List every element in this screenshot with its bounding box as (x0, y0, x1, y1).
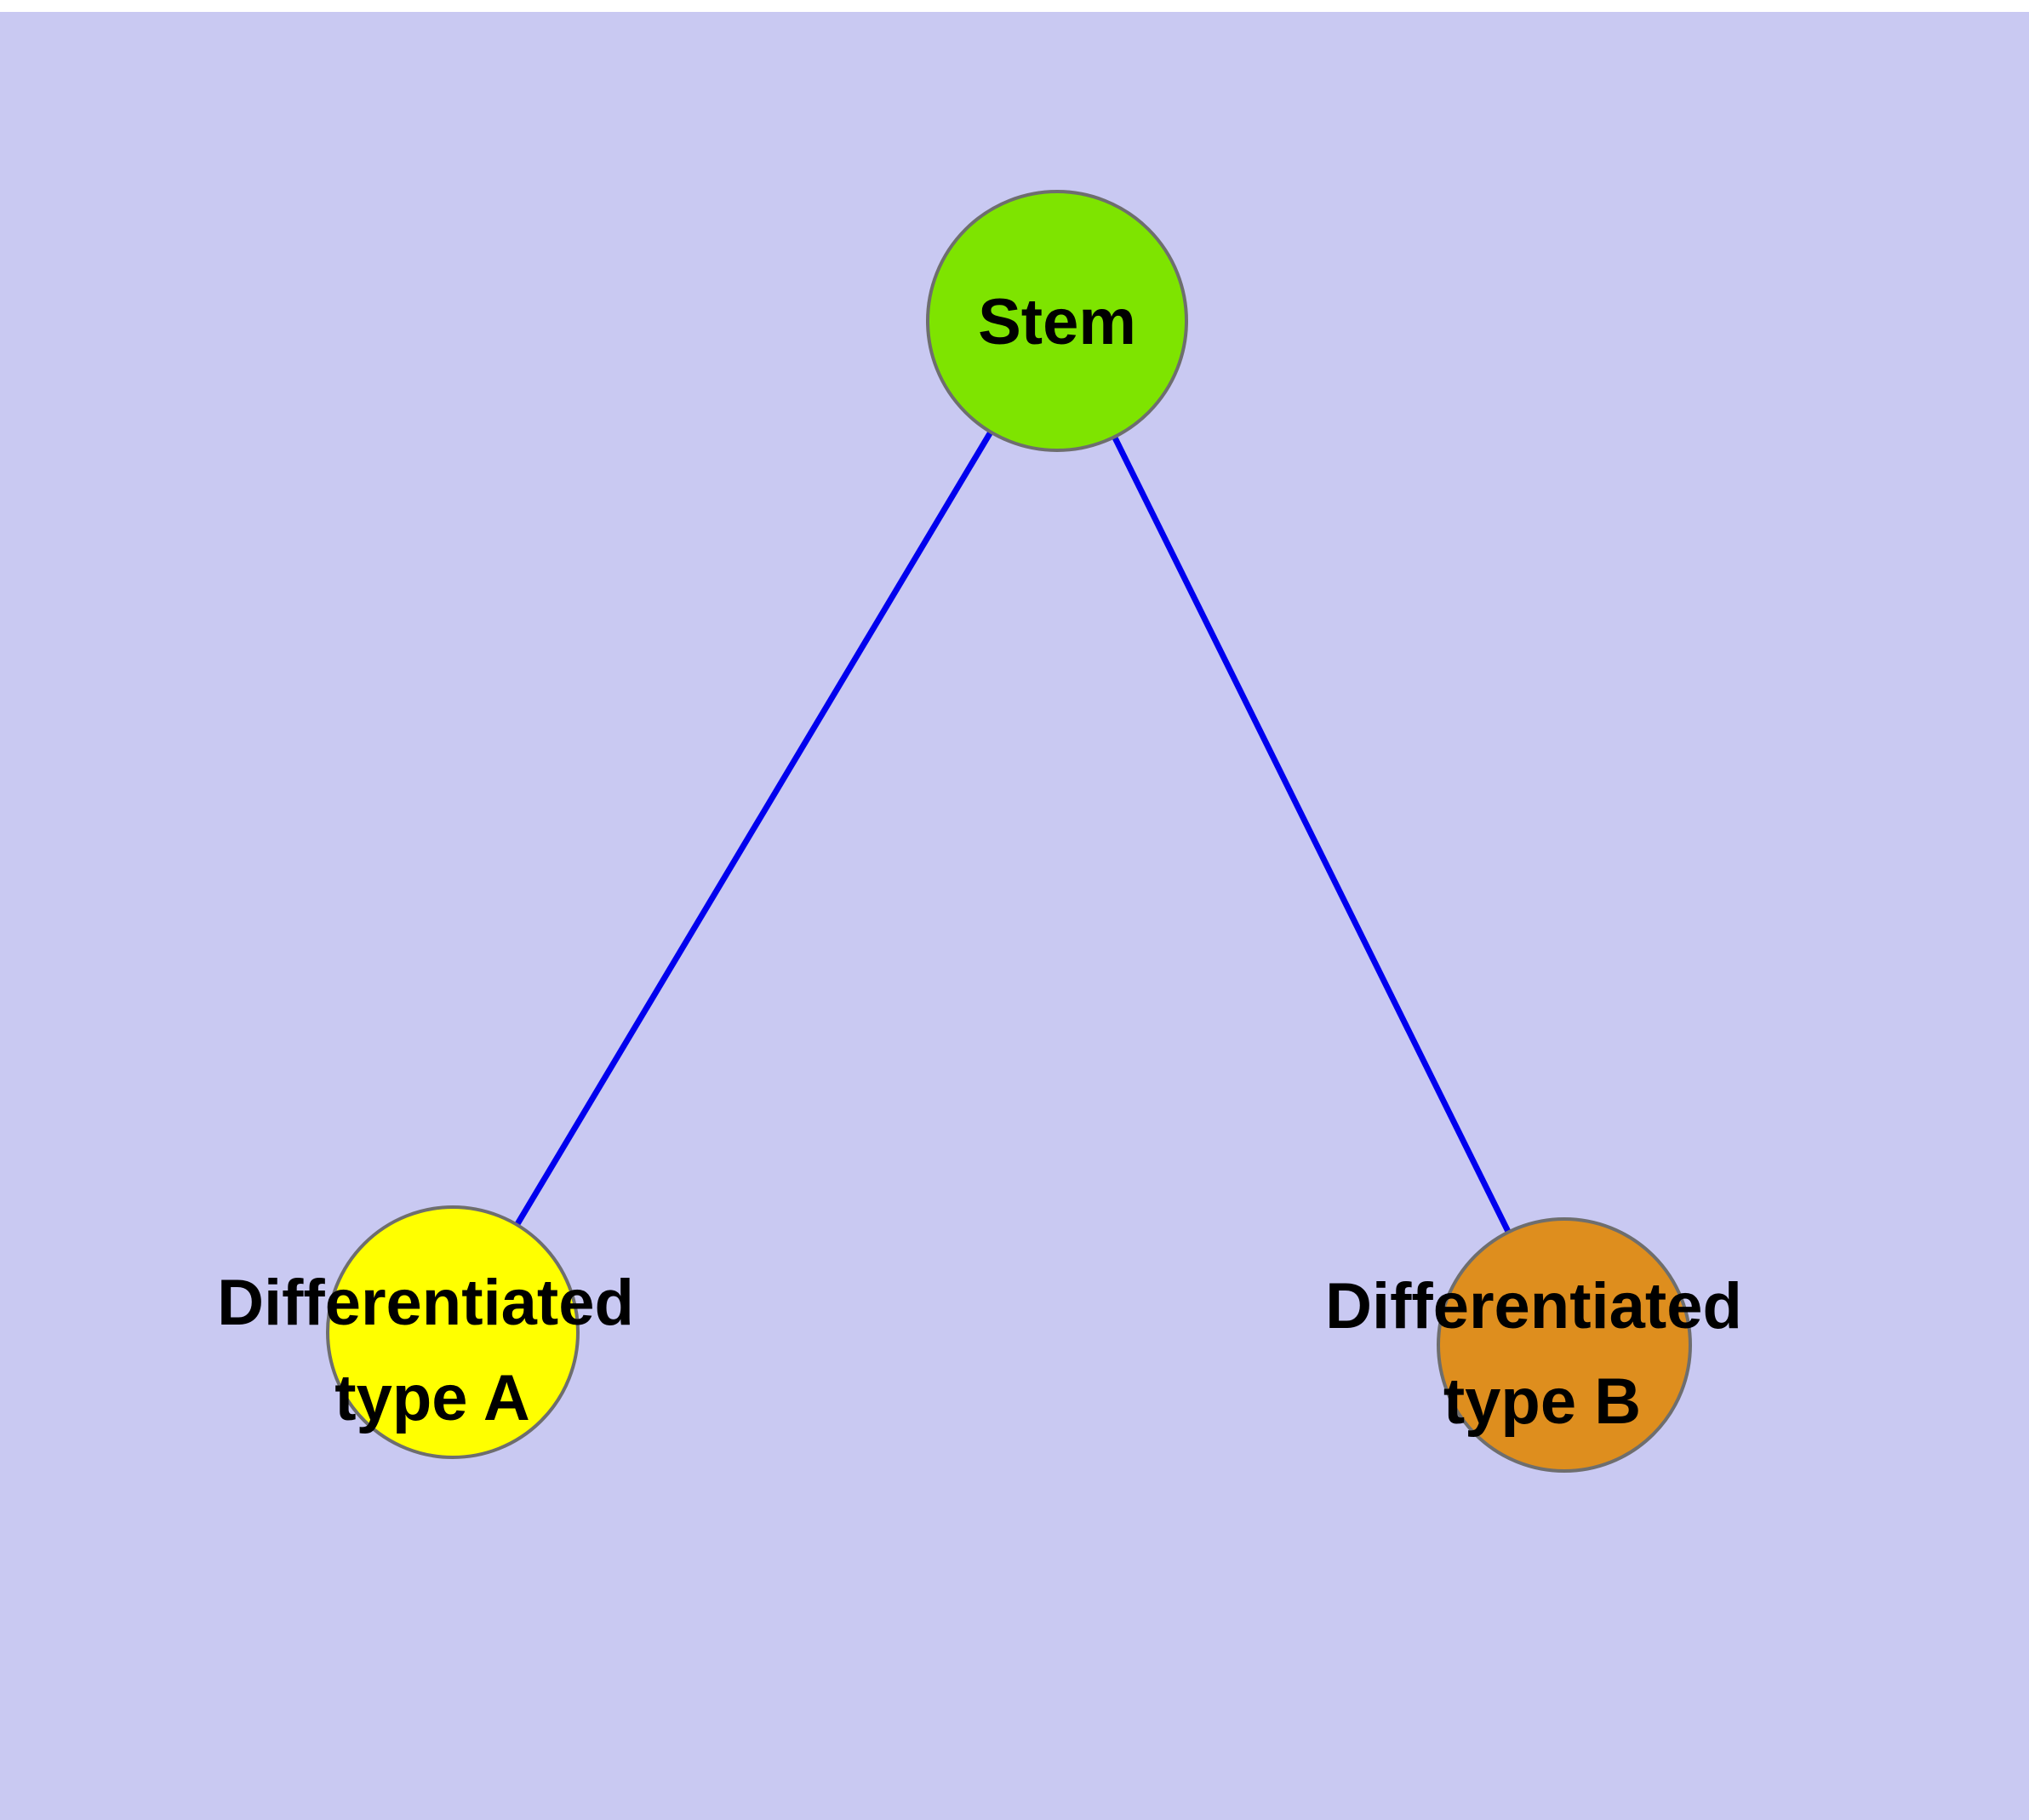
edge-stem-to-type-a (449, 319, 1060, 1334)
node-type-b-label-line-1: Differentiated (1325, 1270, 1742, 1342)
node-stem[interactable] (926, 190, 1188, 452)
node-type-b-label-line-2: type B (1443, 1365, 1641, 1438)
top-strip (0, 0, 2029, 12)
node-stem-label: Stem (978, 286, 1136, 358)
edge-stem-to-type-b (1054, 319, 1568, 1347)
node-differentiated-type-a[interactable] (326, 1205, 580, 1459)
node-type-a-label-line-2: type A (334, 1362, 529, 1434)
node-type-a-label-line-1: Differentiated (217, 1267, 634, 1339)
node-differentiated-type-b[interactable] (1437, 1217, 1692, 1473)
